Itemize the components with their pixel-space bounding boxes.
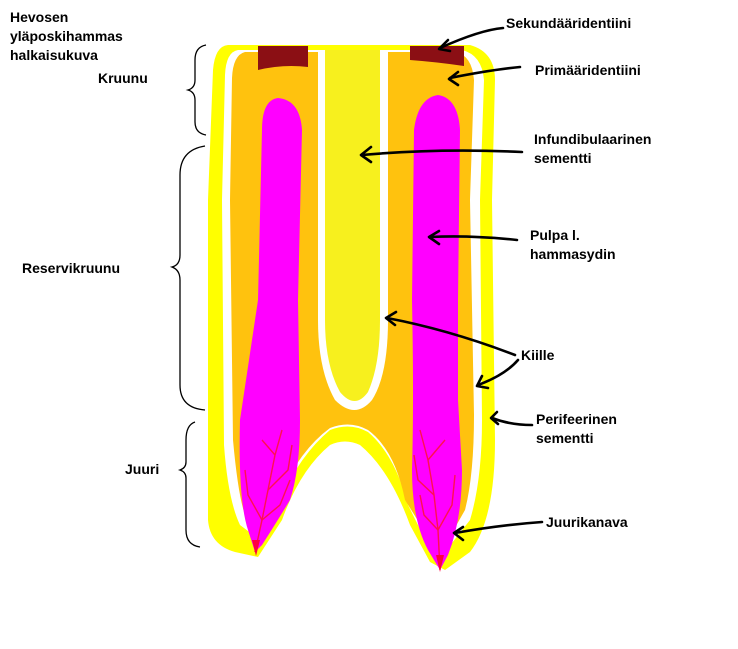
label-infundibular-cement: Infundibulaarinen sementti bbox=[534, 130, 651, 168]
pulp-line-2: hammasydin bbox=[530, 246, 616, 262]
pulp-left bbox=[239, 98, 302, 552]
canal-tip-left bbox=[252, 540, 260, 556]
annotation-arrows bbox=[359, 26, 544, 542]
pulp-line-1: Pulpa l. bbox=[530, 227, 580, 243]
secondary-dentin-left bbox=[258, 46, 308, 70]
label-pulp: Pulpa l. hammasydin bbox=[530, 226, 616, 264]
label-secondary-dentin: Sekundääridentiini bbox=[506, 15, 632, 31]
title-line-2: yläposkihammas bbox=[10, 28, 123, 44]
label-root: Juuri bbox=[125, 461, 160, 477]
title-line-1: Hevosen bbox=[10, 9, 69, 25]
label-reserve-crown: Reservikruunu bbox=[22, 260, 121, 276]
brace-root bbox=[177, 421, 201, 548]
title-line-3: halkaisukuva bbox=[10, 47, 98, 63]
root-canal-right bbox=[413, 429, 456, 571]
peripheral-line-2: sementti bbox=[536, 430, 594, 446]
root-canal-left bbox=[244, 429, 293, 553]
label-peripheral-cement: Perifeerinen sementti bbox=[536, 410, 617, 448]
label-root-canal: Juurikanava bbox=[546, 514, 628, 530]
canal-tip-right bbox=[436, 555, 444, 572]
infundibular-line-1: Infundibulaarinen bbox=[534, 131, 652, 147]
brace-crown bbox=[185, 44, 207, 136]
brace-reserve-crown bbox=[169, 145, 206, 411]
pulp-right bbox=[412, 95, 462, 570]
infundibular-line-2: sementti bbox=[534, 150, 592, 166]
label-crown: Kruunu bbox=[98, 70, 148, 86]
diagram-title: Hevosen yläposkihammas halkaisukuva bbox=[10, 8, 123, 65]
peripheral-line-1: Perifeerinen bbox=[536, 411, 617, 427]
infundibular-cement-fill bbox=[325, 50, 380, 401]
label-enamel: Kiille bbox=[521, 347, 555, 363]
label-primary-dentin: Primääridentiini bbox=[535, 62, 641, 78]
